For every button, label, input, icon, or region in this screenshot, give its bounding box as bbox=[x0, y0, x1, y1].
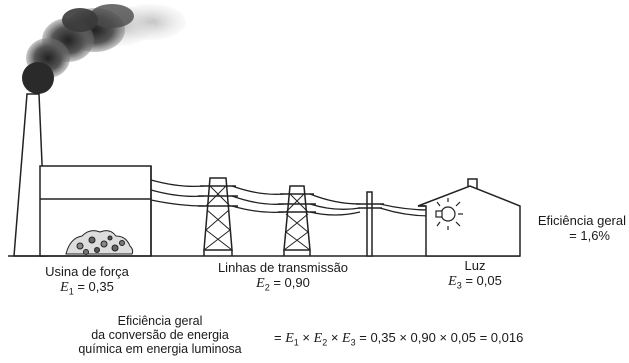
overall-efficiency-label: Eficiência geral = 1,6% bbox=[514, 213, 626, 243]
stage-name: Linhas de transmissão bbox=[217, 260, 349, 275]
stage-name: Usina de força bbox=[45, 264, 129, 279]
stage-power-plant-label: Usina de força E1 = 0,35 bbox=[22, 264, 152, 300]
house bbox=[417, 178, 521, 257]
overall-label: Eficiência geral bbox=[537, 213, 626, 228]
total-efficiency-label: Eficiência geral da conversão de energia… bbox=[56, 314, 264, 356]
coal-pile bbox=[65, 230, 134, 255]
stage-light-label: Luz E3 = 0,05 bbox=[430, 258, 520, 294]
stage-efficiency: E1 = 0,35 bbox=[60, 279, 114, 297]
stage-name: Luz bbox=[464, 258, 486, 273]
total-label-line: Eficiência geral bbox=[117, 314, 203, 328]
total-label-line: da conversão de energia bbox=[91, 328, 229, 342]
transmission-tower-1 bbox=[198, 177, 238, 256]
utility-pole bbox=[356, 191, 384, 257]
stage-efficiency: E2 = 0,90 bbox=[256, 275, 310, 293]
stage-efficiency: E3 = 0,05 bbox=[448, 273, 502, 291]
light-bulb-icon bbox=[435, 198, 463, 230]
total-efficiency-formula: = E1 × E2 × E3 = 0,35 × 0,90 × 0,05 = 0,… bbox=[274, 330, 524, 348]
smoke-plume bbox=[22, 4, 186, 94]
power-plant-building bbox=[39, 165, 152, 257]
total-label-line: química em energia luminosa bbox=[78, 342, 242, 356]
stage-transmission-label: Linhas de transmissão E2 = 0,90 bbox=[198, 260, 368, 296]
overall-value: = 1,6% bbox=[569, 228, 610, 243]
transmission-tower-2 bbox=[278, 185, 316, 256]
